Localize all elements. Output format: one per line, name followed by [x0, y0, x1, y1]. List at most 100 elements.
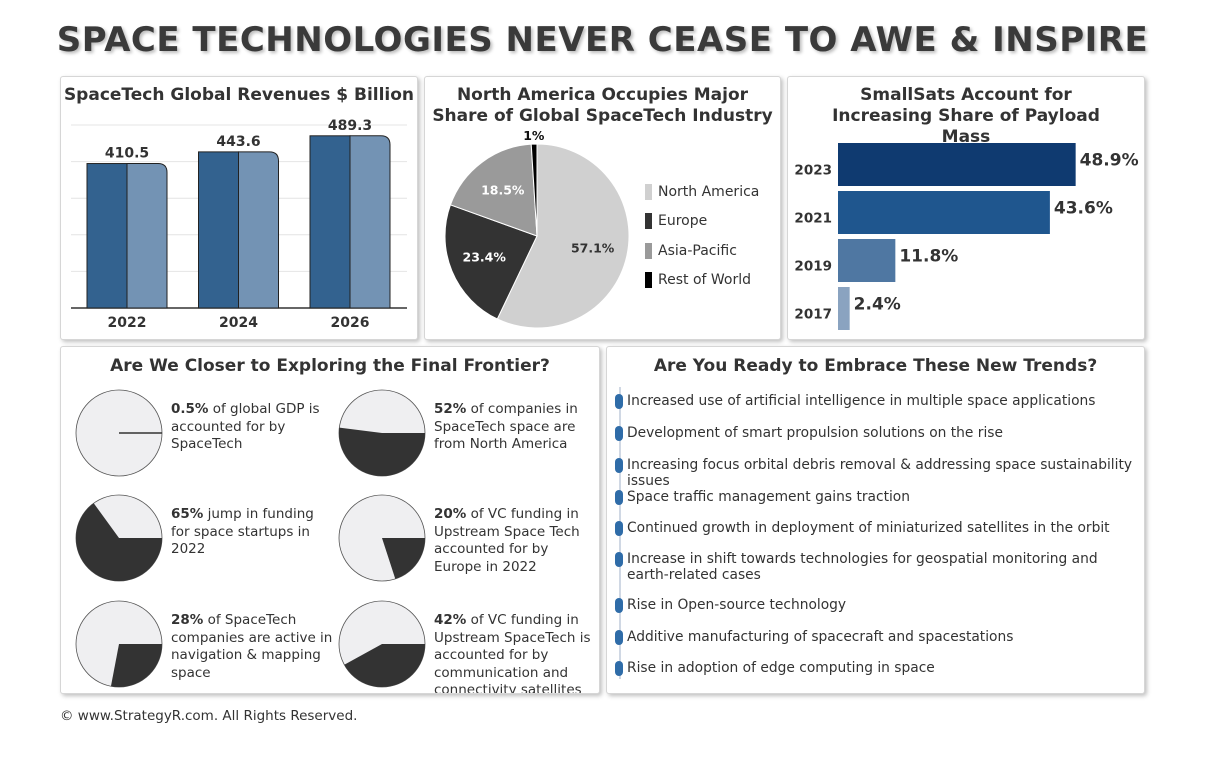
trend-bullet-icon	[615, 630, 623, 645]
trend-item: Development of smart propulsion solution…	[615, 425, 1142, 441]
trend-text: Continued growth in deployment of miniat…	[627, 520, 1110, 536]
trend-item: Rise in adoption of edge computing in sp…	[615, 660, 1142, 676]
stat-value: 0.5%	[171, 401, 209, 417]
trend-bullet-icon	[615, 458, 623, 473]
page-title: SPACE TECHNOLOGIES NEVER CEASE TO AWE & …	[56, 20, 1149, 60]
trend-text: Rise in adoption of edge computing in sp…	[627, 660, 935, 676]
stat-pie	[338, 389, 426, 477]
trend-item: Additive manufacturing of spacecraft and…	[615, 629, 1142, 645]
stat-text: 65% jump in funding for space startups i…	[171, 506, 335, 559]
legend-swatch	[645, 213, 652, 230]
stat-pie	[338, 600, 426, 688]
legend-label: Asia-Pacific	[658, 242, 737, 259]
legend-swatch	[645, 183, 652, 200]
stat-description: of VC funding in Upstream Space Tech acc…	[434, 506, 580, 575]
bar-dark-half	[309, 135, 351, 309]
bar-dark-half	[86, 163, 128, 309]
hbar	[838, 239, 896, 282]
pie-slice-label: 23.4%	[463, 250, 507, 265]
copyright-footer: © www.StrategyR.com. All Rights Reserved…	[60, 708, 358, 724]
pie-slice	[496, 143, 630, 329]
y-tick-label: 2023	[794, 163, 832, 179]
legend-item: Asia-Pacific	[645, 236, 759, 266]
trend-text: Increasing focus orbital debris removal …	[627, 457, 1133, 489]
bar-value-label: 489.3	[328, 118, 372, 134]
stat-value: 20%	[434, 506, 467, 522]
x-tick-label: 2026	[331, 315, 370, 331]
region-share-legend: North America Europe Asia-Pacific Rest o…	[645, 177, 759, 295]
legend-label: North America	[658, 183, 760, 200]
stat-item: 42% of VC funding in Upstream SpaceTech …	[338, 600, 598, 694]
stat-pie-slice	[344, 644, 425, 687]
trend-text: Increased use of artificial intelligence…	[627, 393, 1096, 409]
stat-pie	[75, 600, 163, 688]
hbar	[838, 143, 1076, 186]
legend-item: Rest of World	[645, 266, 759, 296]
stat-item: 20% of VC funding in Upstream Space Tech…	[338, 494, 598, 590]
revenue-chart-panel: SpaceTech Global Revenues $ Billion 410.…	[60, 76, 418, 340]
pie-slice	[530, 143, 538, 237]
pie-slice-label: 57.1%	[571, 241, 615, 256]
stat-text: 52% of companies in SpaceTech space are …	[434, 401, 598, 454]
trend-bullet-icon	[615, 661, 623, 676]
frontier-panel: Are We Closer to Exploring the Final Fro…	[60, 346, 600, 694]
trend-bullet-icon	[615, 552, 623, 567]
stat-pie	[75, 389, 163, 477]
trend-item: Rise in Open-source technology	[615, 597, 1142, 613]
pie-slice-label: 1%	[523, 128, 545, 143]
stat-pie	[75, 494, 163, 582]
stat-description: of companies in SpaceTech space are from…	[434, 401, 578, 452]
bar-dark-half	[198, 151, 239, 309]
trend-bullet-icon	[615, 598, 623, 613]
stat-description: of VC funding in Upstream SpaceTech is a…	[434, 612, 591, 694]
trends-panel: Are You Ready to Embrace These New Trend…	[606, 346, 1145, 694]
bar-light-half	[349, 135, 391, 309]
hbar	[838, 191, 1050, 234]
stat-pie-slice	[75, 503, 162, 581]
smallsats-chart-title: SmallSats Account for Increasing Share o…	[832, 85, 1100, 147]
pie-slice	[449, 143, 538, 237]
hbar-value-label: 11.8%	[899, 247, 958, 267]
stat-pie-slice	[382, 538, 425, 579]
bar-light-half	[126, 163, 168, 309]
stat-value: 28%	[171, 612, 204, 628]
trend-bullet-icon	[615, 394, 623, 409]
hbar-value-label: 48.9%	[1080, 151, 1139, 171]
trend-text: Increase in shift towards technologies f…	[627, 551, 1098, 583]
stat-pie	[338, 494, 426, 582]
hbar-value-label: 2.4%	[854, 295, 901, 315]
trend-item: Increase in shift towards technologies f…	[615, 551, 1142, 583]
trend-text: Development of smart propulsion solution…	[627, 425, 1003, 441]
legend-item: Europe	[645, 207, 759, 237]
stat-item: 52% of companies in SpaceTech space are …	[338, 389, 598, 485]
stat-value: 42%	[434, 612, 467, 628]
stat-value: 52%	[434, 401, 467, 417]
hbar-value-label: 43.6%	[1054, 199, 1113, 219]
stat-description: of global GDP is accounted for by SpaceT…	[171, 401, 320, 452]
trend-bullet-icon	[615, 426, 623, 441]
trend-item: Increasing focus orbital debris removal …	[615, 457, 1142, 489]
stat-item: 65% jump in funding for space startups i…	[75, 494, 335, 590]
trends-title: Are You Ready to Embrace These New Trend…	[653, 356, 1098, 376]
stat-text: 28% of SpaceTech companies are active in…	[171, 612, 335, 682]
legend-swatch	[645, 272, 652, 289]
trend-text: Rise in Open-source technology	[627, 597, 847, 613]
stat-pie-slice	[110, 644, 162, 687]
stat-item: 28% of SpaceTech companies are active in…	[75, 600, 335, 693]
trend-bullet-icon	[615, 490, 623, 505]
pie-slice-label: 18.5%	[481, 182, 525, 197]
y-tick-label: 2021	[794, 211, 832, 227]
region-share-panel: North America Occupies Major Share of Gl…	[424, 76, 781, 340]
trend-text: Space traffic management gains traction	[627, 489, 910, 505]
trend-item: Increased use of artificial intelligence…	[615, 393, 1142, 409]
region-share-title: North America Occupies Major Share of Gl…	[432, 85, 773, 126]
y-tick-label: 2017	[794, 307, 832, 323]
region-share-pie-chart: 57.1% 23.4% 18.5% 1%	[444, 128, 630, 329]
bar-light-half	[238, 151, 279, 309]
hbar	[838, 287, 850, 330]
trend-bullet-icon	[615, 521, 623, 536]
bar-value-label: 410.5	[105, 146, 149, 162]
stat-description: jump in funding for space startups in 20…	[171, 506, 314, 557]
x-tick-label: 2022	[108, 315, 147, 331]
